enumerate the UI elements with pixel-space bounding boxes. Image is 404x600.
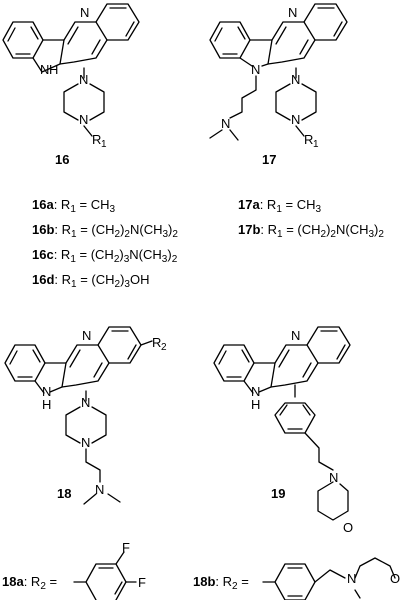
atom-N-16b: N (40, 62, 49, 77)
atom-N-17a: N (288, 5, 297, 20)
atom-H-18: H (42, 397, 51, 412)
atom-N-19c: N (329, 470, 338, 485)
legend-16d: 16d: R1 = (CH2)3OH (32, 272, 149, 290)
substituent-18a (73, 551, 137, 600)
atom-sub-17: 1 (313, 139, 319, 150)
legend-18a: 18a: R2 = (2, 574, 57, 592)
legend-16a: 16a: R1 = CH3 (32, 197, 115, 215)
legend-16b: 16b: R1 = (CH2)2N(CH3)2 (32, 222, 178, 240)
atom-sub-16: 1 (101, 139, 107, 150)
atom-N-17d: N (291, 112, 300, 127)
atom-N-18c: N (81, 395, 90, 410)
atom-R-16: R (92, 132, 101, 147)
atom-sub-18: 2 (161, 342, 167, 353)
atom-N-17b: N (251, 62, 260, 77)
atom-N-18e: N (95, 482, 104, 497)
atom-N-16a: N (80, 5, 89, 20)
structure-18 (4, 326, 153, 505)
atom-N-19b: N (251, 384, 260, 399)
atom-N-18b: N (347, 571, 356, 586)
compound-label-16: 16 (55, 152, 69, 167)
atom-N-16d: N (79, 112, 88, 127)
legend-17a: 17a: R1 = CH3 (238, 197, 321, 215)
atom-N-16c: N (79, 72, 88, 87)
legend-18b: 18b: R2 = (193, 574, 249, 592)
compound-label-19: 19 (271, 486, 285, 501)
legend-18: 18a: R2 = 18b: R2 = (2, 574, 249, 592)
legend-16c: 16c: R1 = (CH2)3N(CH3)2 (32, 247, 178, 265)
atom-N-18a: N (82, 328, 91, 343)
atom-N-17c: N (291, 72, 300, 87)
legend-17b: 17b: R1 = (CH2)2N(CH3)2 (238, 222, 384, 240)
atom-H-19: H (251, 397, 260, 412)
atom-R-18: R (152, 335, 161, 350)
legend-16-17: 16a: R1 = CH3 16b: R1 = (CH2)2N(CH3)2 16… (32, 197, 384, 290)
atom-N-17e: N (221, 116, 230, 131)
structure-17 (209, 3, 348, 141)
atom-N-18b: N (42, 384, 51, 399)
atom-O-19: O (343, 520, 353, 535)
atom-H-16: H (49, 62, 58, 77)
compound-label-17: 17 (262, 152, 276, 167)
structure-16 (2, 3, 140, 137)
atom-F-18a-2: F (138, 575, 146, 590)
atom-F-18a-1: F (122, 540, 130, 555)
substituent-18b (262, 557, 396, 600)
atom-R-17: R (304, 132, 313, 147)
atom-O-18b: O (390, 571, 400, 586)
structure-19 (213, 326, 351, 521)
atom-N-18d: N (81, 435, 90, 450)
atom-N-19a: N (291, 328, 300, 343)
compound-label-18: 18 (57, 486, 71, 501)
